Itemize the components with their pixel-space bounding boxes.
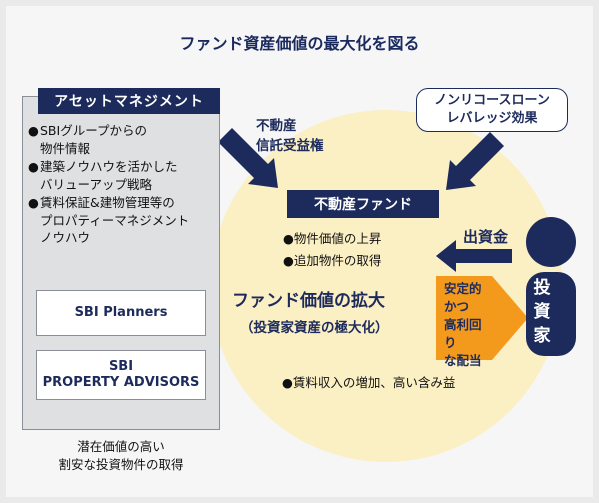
diagram-title: ファンド資産価値の最大化を図る — [179, 34, 420, 53]
dividend-box: 安定的 かつ 高利回り な配当 — [436, 276, 492, 368]
dividend-line: かつ — [444, 299, 470, 314]
list-item-line: バリューアップ戦略 — [40, 176, 153, 192]
dividend-line: な配当 — [444, 353, 482, 368]
list-item: ●追加物件の取得 — [283, 253, 382, 268]
bullet-icon: ● — [28, 159, 39, 174]
company-name-line: SBI — [108, 359, 134, 374]
fund-value-subtitle: （投資家資産の極大化） — [240, 320, 389, 336]
asset-management-heading: アセットマネジメント — [38, 88, 220, 114]
investor-label: 投 資 家 — [522, 276, 562, 348]
trust-line: 信託受益権 — [256, 138, 324, 154]
list-item-line: SBIグループからの — [40, 123, 147, 138]
trust-line: 不動産 — [256, 118, 297, 134]
dividend-arrow-head — [492, 276, 528, 360]
nonrecourse-line: ノンリコースローン — [434, 93, 550, 108]
investor-char: 家 — [533, 326, 551, 346]
nonrecourse-loan-box: ノンリコースローン レバレッジ効果 — [416, 88, 568, 132]
bullet-icon: ● — [28, 123, 39, 138]
company-box-sbi-planners: SBI Planners — [36, 290, 206, 336]
list-item-line: 建築ノウハウを活かした — [40, 159, 178, 174]
fund-items-list: ●物件価値の上昇 ●追加物件の取得 — [283, 228, 381, 272]
investor-char: 投 — [533, 278, 551, 298]
trust-arrow — [218, 128, 278, 188]
list-item-line: プロパティーマネジメント — [40, 212, 190, 228]
fund-value-title: ファンド価値の拡大 — [232, 291, 385, 311]
list-item: ● 建築ノウハウを活かした バリューアップ戦略 — [28, 158, 224, 193]
investor-char: 資 — [533, 302, 551, 322]
list-item-line: ノウハウ — [40, 230, 91, 245]
company-name: SBI Planners — [74, 305, 168, 320]
list-item-line: 賃料保証&建物管理等の — [40, 195, 175, 210]
caption-line: 割安な投資物件の取得 — [58, 457, 184, 472]
trust-beneficiary-label: 不動産 信託受益権 — [256, 116, 324, 156]
dividend-line: 高利回り — [444, 317, 482, 350]
acquisition-caption: 潜在価値の高い 割安な投資物件の取得 — [22, 438, 220, 474]
list-item: ● 賃料保証&建物管理等の プロパティーマネジメント ノウハウ — [28, 194, 224, 247]
investment-arrow — [436, 240, 512, 272]
bullet-icon: ● — [28, 195, 39, 210]
caption-line: 潜在価値の高い — [77, 439, 165, 454]
nonrecourse-line: レバレッジ効果 — [446, 111, 538, 126]
rent-income-note: ●賃料収入の増加、高い含み益 — [282, 375, 456, 390]
investor-icon — [526, 217, 576, 356]
list-item: ● SBIグループからの 物件情報 — [28, 122, 224, 157]
nonrecourse-arrow — [446, 132, 504, 190]
real-estate-fund-box: 不動産ファンド — [287, 190, 439, 218]
company-name-line: PROPERTY ADVISORS — [42, 375, 200, 390]
dividend-line: 安定的 — [444, 281, 482, 296]
list-item: ●物件価値の上昇 — [283, 231, 382, 246]
list-item-line: 物件情報 — [40, 140, 91, 156]
company-box-sbi-property-advisors: SBI PROPERTY ADVISORS — [36, 350, 206, 400]
investment-label: 出資金 — [463, 228, 509, 246]
asset-management-list: ● SBIグループからの 物件情報 ● 建築ノウハウを活かした バリューアップ戦… — [28, 122, 224, 248]
